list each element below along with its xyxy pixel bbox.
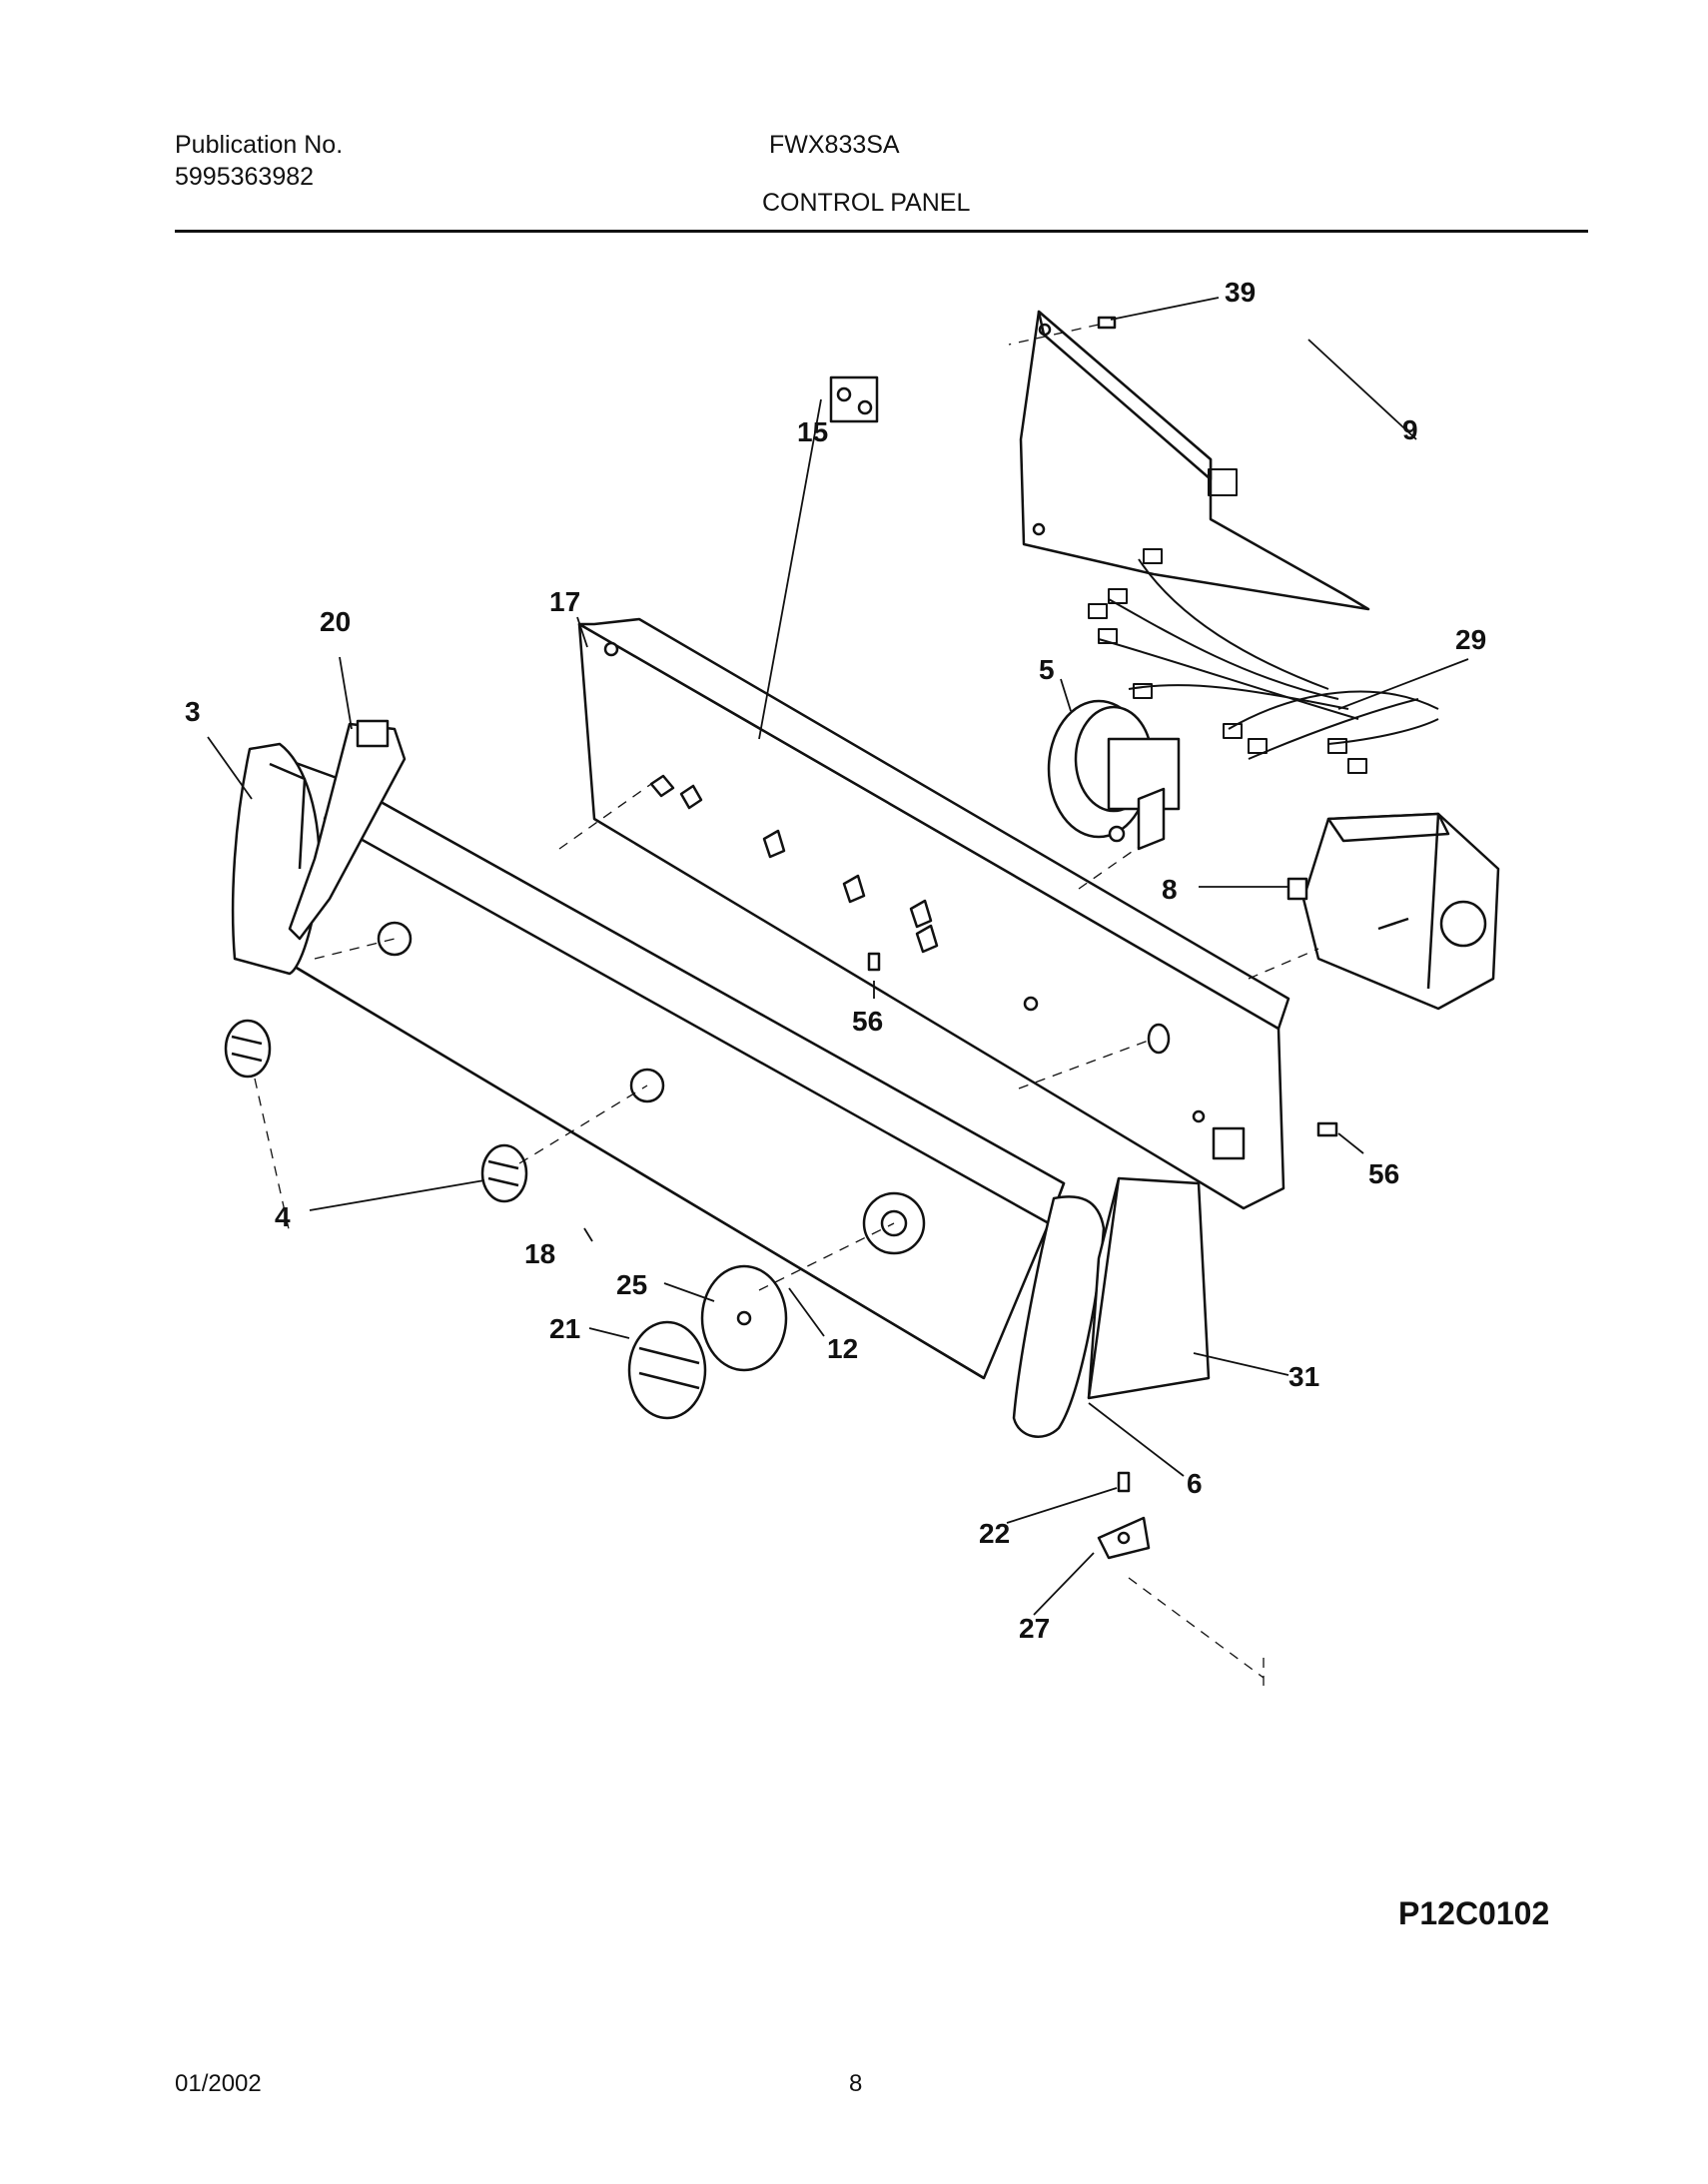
callout-label: 3 bbox=[185, 696, 201, 727]
knob-part-bottom bbox=[480, 1143, 528, 1203]
callout-label: 21 bbox=[549, 1313, 580, 1344]
small-component-part bbox=[829, 375, 879, 423]
publication-number: 5995363982 bbox=[175, 163, 315, 191]
callout-label: 6 bbox=[1187, 1468, 1203, 1499]
right-housing-part bbox=[1087, 1176, 1211, 1400]
callout-label: 4 bbox=[275, 1201, 291, 1232]
footer-date: 01/2002 bbox=[175, 2070, 262, 2097]
callout-label: 22 bbox=[979, 1518, 1010, 1549]
control-module-part bbox=[1286, 812, 1500, 1011]
back-panel-part bbox=[577, 617, 1290, 1210]
screw-part-top bbox=[1097, 316, 1117, 330]
callout-label: 9 bbox=[1402, 414, 1418, 445]
callout-label: 12 bbox=[827, 1333, 858, 1364]
right-end-cap-part bbox=[1012, 1195, 1106, 1438]
callout-label: 5 bbox=[1039, 654, 1055, 685]
callout-label: 18 bbox=[524, 1238, 555, 1269]
callout-label: 20 bbox=[320, 606, 351, 637]
switch-part bbox=[1047, 699, 1181, 851]
callout-label: 29 bbox=[1455, 624, 1486, 655]
callout-label: 25 bbox=[616, 1269, 647, 1300]
knob-part-top bbox=[224, 1019, 272, 1079]
callout-label: 31 bbox=[1288, 1361, 1319, 1392]
timer-knob-part bbox=[627, 1320, 707, 1420]
left-bracket-part bbox=[288, 719, 407, 941]
callout-label: 56 bbox=[852, 1006, 883, 1037]
mounting-plate-part bbox=[1019, 310, 1370, 611]
callout-label: 27 bbox=[1019, 1613, 1050, 1644]
callout-label: 56 bbox=[1368, 1158, 1399, 1189]
alignment-lines bbox=[254, 324, 1319, 1688]
header-rule bbox=[175, 230, 1588, 233]
callout-label: 15 bbox=[797, 416, 828, 447]
dial-part bbox=[700, 1264, 788, 1372]
callout-label: 8 bbox=[1162, 874, 1178, 905]
callout-labels: 39 9 29 15 17 20 3 5 8 56 56 4 18 25 21 … bbox=[185, 277, 1486, 1644]
page-number: 8 bbox=[849, 2070, 863, 2097]
publication-label: Publication No. bbox=[175, 131, 344, 159]
screw-part-bottom bbox=[1117, 1471, 1131, 1493]
screw-part-right bbox=[1316, 1121, 1338, 1137]
leader-lines bbox=[207, 297, 1469, 1616]
model-number: FWX833SA bbox=[769, 131, 900, 159]
section-title: CONTROL PANEL bbox=[762, 189, 971, 217]
wire-harness-part bbox=[1088, 548, 1439, 774]
clip-part bbox=[1097, 1516, 1151, 1560]
callout-label: 17 bbox=[549, 586, 580, 617]
screw-part-mid bbox=[867, 952, 881, 972]
callout-label: 39 bbox=[1225, 277, 1256, 308]
figure-code: P12C0102 bbox=[1398, 1895, 1550, 1931]
